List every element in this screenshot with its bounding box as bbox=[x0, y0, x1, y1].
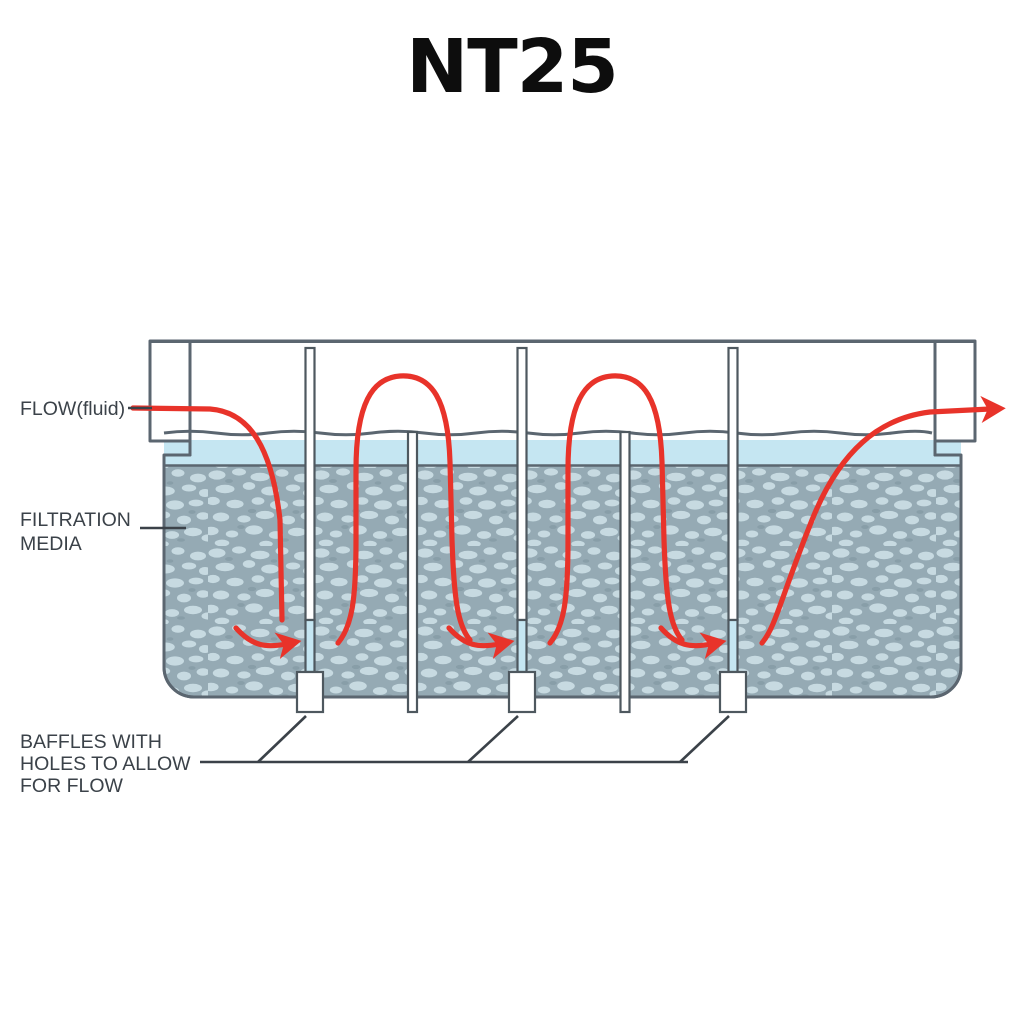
baffles-label: BAFFLES WITH HOLES TO ALLOW FOR FLOW bbox=[20, 731, 191, 797]
flow-path-outlet bbox=[759, 395, 1006, 646]
baffle-hole bbox=[516, 618, 528, 674]
flow-arrow-to-baffle-2 bbox=[446, 625, 515, 660]
baffle-short-1 bbox=[406, 430, 419, 714]
water-surface-line bbox=[163, 429, 933, 437]
baffle-foot bbox=[718, 670, 748, 714]
filtration-media-label-line2: MEDIA bbox=[20, 533, 82, 555]
baffles-leader-diagonal-3 bbox=[679, 715, 730, 763]
baffles-label-line1: BAFFLES WITH bbox=[20, 731, 162, 753]
tank-right-notch bbox=[933, 341, 975, 443]
flow-arrow-to-baffle-3 bbox=[658, 625, 727, 660]
flow-path-inlet bbox=[130, 405, 285, 623]
filtration-media-label-line1: FILTRATION bbox=[20, 509, 131, 531]
baffle-tall-1 bbox=[295, 346, 325, 714]
baffles-leader-diagonal-1 bbox=[257, 715, 307, 763]
baffle-wall bbox=[304, 346, 316, 622]
baffle-hole bbox=[304, 618, 316, 674]
baffle-tall-3 bbox=[718, 346, 748, 714]
baffle-wall bbox=[727, 346, 739, 622]
tank-ledge-right bbox=[933, 441, 961, 457]
tank-left-notch bbox=[150, 341, 192, 443]
flow-path-loop-2 bbox=[547, 373, 685, 646]
baffle-wall bbox=[406, 430, 419, 714]
flow-label: FLOW(fluid) bbox=[20, 398, 125, 420]
baffles-leader-group bbox=[200, 715, 730, 764]
baffle-wall bbox=[619, 430, 631, 714]
baffles-label-line2: HOLES TO ALLOW bbox=[20, 753, 191, 775]
baffle-hole bbox=[727, 618, 739, 674]
tank-inner-walls bbox=[162, 455, 963, 699]
baffle-tall-2 bbox=[507, 346, 537, 714]
baffle-foot bbox=[507, 670, 537, 714]
baffle-short-2 bbox=[619, 430, 631, 714]
baffle-foot bbox=[295, 670, 325, 714]
baffles-label-line3: FOR FLOW bbox=[20, 775, 124, 797]
flow-arrow-to-baffle-1 bbox=[233, 625, 302, 660]
filtration-media-label: FILTRATION MEDIA bbox=[20, 509, 131, 555]
baffles-leader-diagonal-2 bbox=[467, 715, 519, 763]
page-title: NT25 bbox=[406, 24, 617, 110]
baffle-wall bbox=[516, 346, 528, 622]
flow-path-loop-1 bbox=[335, 373, 473, 646]
water-layer bbox=[164, 440, 961, 468]
tank-ledge-left bbox=[164, 441, 192, 457]
